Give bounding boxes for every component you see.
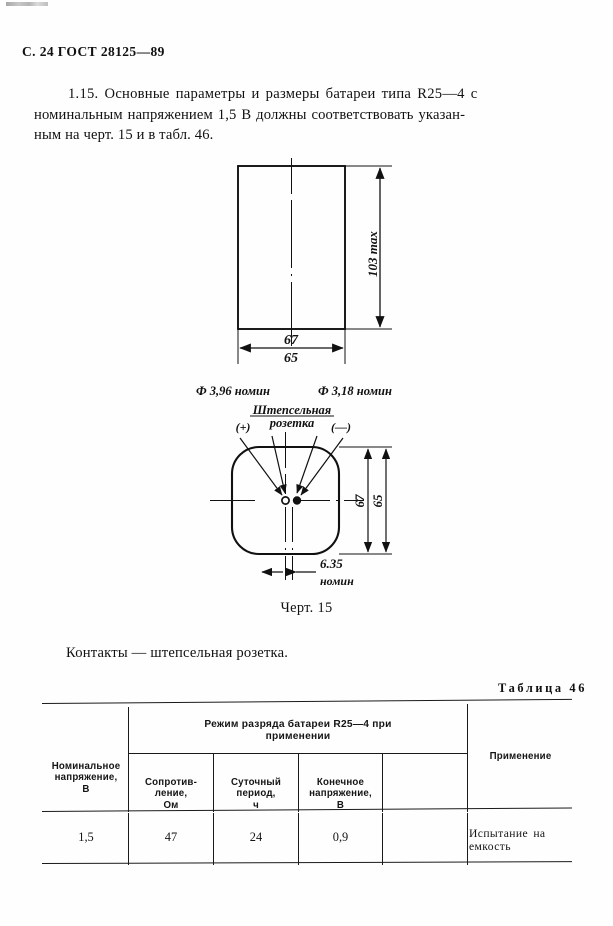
intro-line-3: ным на черт. 15 и в табл. 46. — [34, 127, 214, 143]
table-header-application: Применение — [469, 751, 572, 762]
table-header-daily-period: Суточный период, ч — [215, 777, 297, 811]
table-subrule — [129, 753, 467, 754]
technical-drawing: 103 max 67 65 Ф 3,96 номин Ф 3,18 номин … — [0, 150, 613, 610]
front-view-width-bottom-label: 65 — [284, 351, 298, 366]
table-header-resistance: Сопротив- ление, Ом — [130, 777, 212, 811]
table-header-final-voltage: Конечное напряжение, В — [300, 777, 381, 811]
intro-line-2: номинальным напряжением 1,5 В должны соо… — [34, 106, 466, 123]
hdr-nv-l1: Номинальное — [51, 761, 121, 772]
top-view-depth-inner-label: 67 — [352, 494, 367, 508]
table-vline-5b — [467, 813, 468, 865]
table-cell-resistance: 47 — [164, 830, 178, 844]
hdr-dp-l1: Суточный — [230, 777, 282, 788]
table-header-nominal-voltage: Номинальное напряжение, В — [44, 761, 128, 795]
hdr-res-l1: Сопротив- — [144, 777, 198, 788]
hdr-res-l2: ление, — [154, 788, 188, 800]
diameter-left-label: Ф 3,96 номин — [196, 384, 270, 398]
contact-positive — [281, 496, 290, 505]
diameter-right-label: Ф 3,18 номин — [318, 384, 392, 398]
hdr-dp-l3: ч — [253, 799, 259, 811]
table-vline-4b — [382, 813, 383, 865]
hdr-dp-l2: период, — [236, 788, 276, 800]
table-vline-3b — [298, 813, 299, 865]
hdr-res-l3: Ом — [163, 799, 179, 811]
hdr-fv-l2: напряжение, — [309, 788, 372, 800]
top-view-group: 67 65 6.35 номин — [210, 432, 392, 588]
socket-label-line1: Штепсельная — [252, 403, 332, 417]
table-vline-2 — [213, 753, 214, 812]
hdr-fv-l1: Конечное — [316, 777, 365, 788]
table-cell-nominal-voltage: 1,5 — [78, 830, 94, 844]
polarity-positive-label: (+) — [236, 420, 251, 434]
intro-paragraph: 1.15. Основные параметры и размеры батар… — [34, 84, 586, 146]
front-view-height-label: 103 max — [365, 231, 380, 277]
table-vline-4 — [382, 753, 383, 812]
table-vline-1 — [128, 707, 129, 812]
hdr-nv-l3: В — [82, 783, 90, 795]
table-rule-top — [41, 698, 572, 704]
figure-caption: Черт. 15 — [280, 600, 333, 616]
table-spanning-header-line2: применении — [265, 731, 331, 742]
table-caption: Таблица 46 — [498, 681, 587, 695]
socket-label-line2: розетка — [269, 416, 315, 430]
contacts-note: Контакты — штепсельная розетка. — [66, 645, 289, 661]
table-vline-3 — [298, 753, 299, 812]
pitch-note-label: номин — [320, 574, 354, 588]
table-cell-daily-period: 24 — [249, 830, 263, 844]
hdr-app-l1: Применение — [489, 751, 552, 762]
front-view-width-top-label: 67 — [284, 333, 299, 348]
front-view-group: 103 max 67 65 — [237, 158, 392, 366]
scan-artifact — [6, 2, 48, 6]
hdr-nv-l2: напряжение, — [54, 772, 118, 784]
intro-line-1: 1.15. Основные параметры и размеры батар… — [68, 86, 478, 102]
contact-negative — [292, 496, 302, 505]
table-cell-final-voltage: 0,9 — [332, 830, 349, 844]
table-vline-1b — [128, 813, 129, 865]
table-rule-bottom — [41, 861, 572, 864]
table-spanning-header-line1: Режим разряда батареи R25—4 при — [204, 719, 392, 730]
polarity-negative-label: (—) — [331, 420, 351, 434]
table-vline-5 — [467, 704, 468, 812]
top-view-depth-outer-label: 65 — [370, 494, 385, 508]
table-vline-2b — [213, 813, 214, 865]
page-header: С. 24 ГОСТ 28125—89 — [22, 44, 165, 59]
pitch-value-label: 6.35 — [320, 556, 343, 571]
hdr-fv-l3: В — [336, 799, 345, 811]
parameters-table: Режим разряда батареи R25—4 при применен… — [41, 698, 572, 865]
table-spanning-header: Режим разряда батареи R25—4 при применен… — [129, 719, 467, 743]
table-cell-application: Испытание на емкость — [469, 827, 546, 853]
